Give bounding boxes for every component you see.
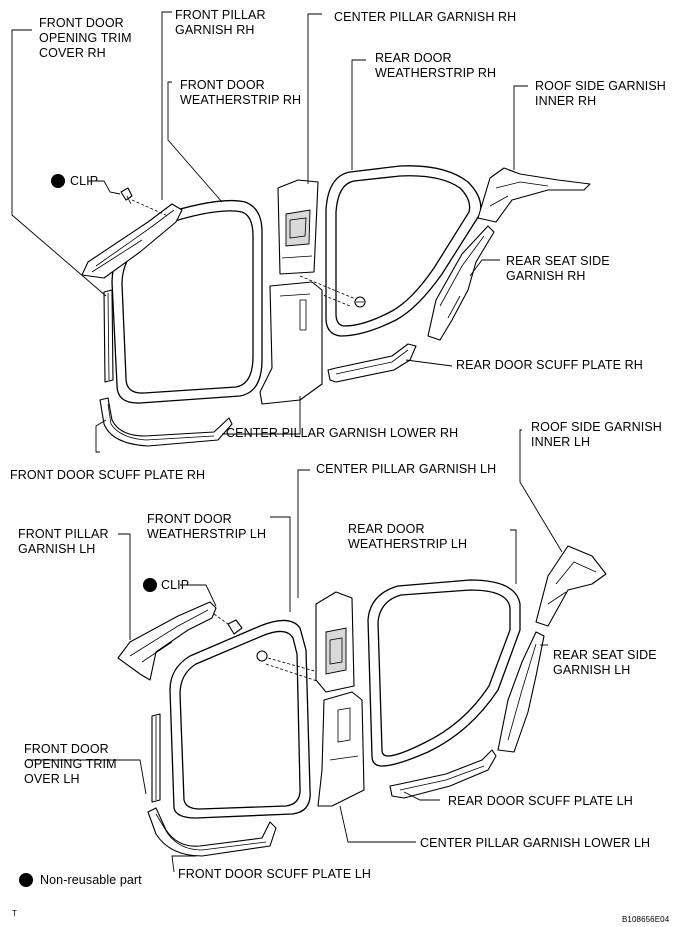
label-clip-bottom: CLIP [161, 578, 190, 592]
label-center-pillar-garnish-lower-rh: CENTER PILLAR GARNISH LOWER RH [226, 426, 459, 440]
rear-door-scuff-plate-rh [327, 343, 417, 383]
roof-side-garnish-inner-lh [535, 545, 607, 627]
rear-seat-side-garnish-lh [497, 631, 545, 753]
front-door-scuff-plate-lh [147, 807, 277, 857]
label-rear-door-scuff-plate-lh: REAR DOOR SCUFF PLATE LH [448, 794, 633, 808]
front-door-opening-trim-cover-rh [103, 289, 114, 383]
label-rear-seat-side-garnish-lh: REAR SEAT SIDE GARNISH LH [553, 648, 657, 677]
front-door-opening-trim-over-lh [151, 713, 161, 803]
front-pillar-garnish-rh [81, 203, 183, 279]
roof-side-garnish-inner-rh [477, 167, 591, 223]
label-front-door-opening-trim-cover-rh: FRONT DOOR OPENING TRIM COVER RH [39, 16, 132, 60]
rear-door-weatherstrip-lh [367, 579, 521, 767]
clip-bottom-lh [143, 578, 243, 635]
center-pillar-screw-lh [256, 650, 327, 685]
corner-mark: T [12, 909, 17, 918]
figure-id: B108656E04 [622, 915, 670, 924]
center-pillar-garnish-lh [315, 591, 355, 693]
label-center-pillar-garnish-rh: CENTER PILLAR GARNISH RH [334, 10, 517, 24]
legend-non-reusable-text: Non-reusable part [40, 873, 142, 887]
label-front-pillar-garnish-rh: FRONT PILLAR GARNISH RH [175, 8, 266, 37]
center-pillar-bolt-rh [295, 275, 366, 308]
clip-top-rh [51, 174, 169, 217]
center-pillar-garnish-lower-rh [259, 281, 323, 405]
rear-seat-side-garnish-rh [427, 225, 495, 341]
label-roof-side-garnish-inner-lh: ROOF SIDE GARNISH INNER LH [531, 420, 662, 449]
front-door-weatherstrip-lh [169, 619, 311, 819]
front-door-scuff-plate-rh [99, 397, 233, 447]
label-center-pillar-garnish-lh: CENTER PILLAR GARNISH LH [316, 462, 497, 476]
label-front-door-opening-trim-over-lh: FRONT DOOR OPENING TRIM OVER LH [24, 742, 117, 786]
rear-door-scuff-plate-lh [389, 749, 497, 799]
leader-lines-lh [28, 429, 563, 873]
label-center-pillar-garnish-lower-lh: CENTER PILLAR GARNISH LOWER LH [420, 836, 651, 850]
label-front-door-weatherstrip-lh: FRONT DOOR WEATHERSTRIP LH [147, 512, 267, 541]
center-pillar-garnish-rh [277, 179, 319, 275]
legend-dot [19, 873, 33, 887]
leader-lines-rh [11, 11, 528, 453]
label-rear-seat-side-garnish-rh: REAR SEAT SIDE GARNISH RH [506, 254, 610, 283]
front-pillar-garnish-lh [117, 601, 217, 681]
label-roof-side-garnish-inner-rh: ROOF SIDE GARNISH INNER RH [535, 79, 666, 108]
label-front-pillar-garnish-lh: FRONT PILLAR GARNISH LH [18, 527, 109, 556]
label-rear-door-weatherstrip-rh: REAR DOOR WEATHERSTRIP RH [375, 51, 497, 80]
label-front-door-scuff-plate-lh: FRONT DOOR SCUFF PLATE LH [178, 867, 372, 881]
label-rear-door-scuff-plate-rh: REAR DOOR SCUFF PLATE RH [456, 358, 643, 372]
label-clip-top: CLIP [70, 174, 99, 188]
label-front-door-scuff-plate-rh: FRONT DOOR SCUFF PLATE RH [10, 468, 206, 482]
label-front-door-weatherstrip-rh: FRONT DOOR WEATHERSTRIP RH [180, 78, 302, 107]
label-rear-door-weatherstrip-lh: REAR DOOR WEATHERSTRIP LH [348, 522, 468, 551]
center-pillar-garnish-lower-lh [317, 691, 365, 807]
